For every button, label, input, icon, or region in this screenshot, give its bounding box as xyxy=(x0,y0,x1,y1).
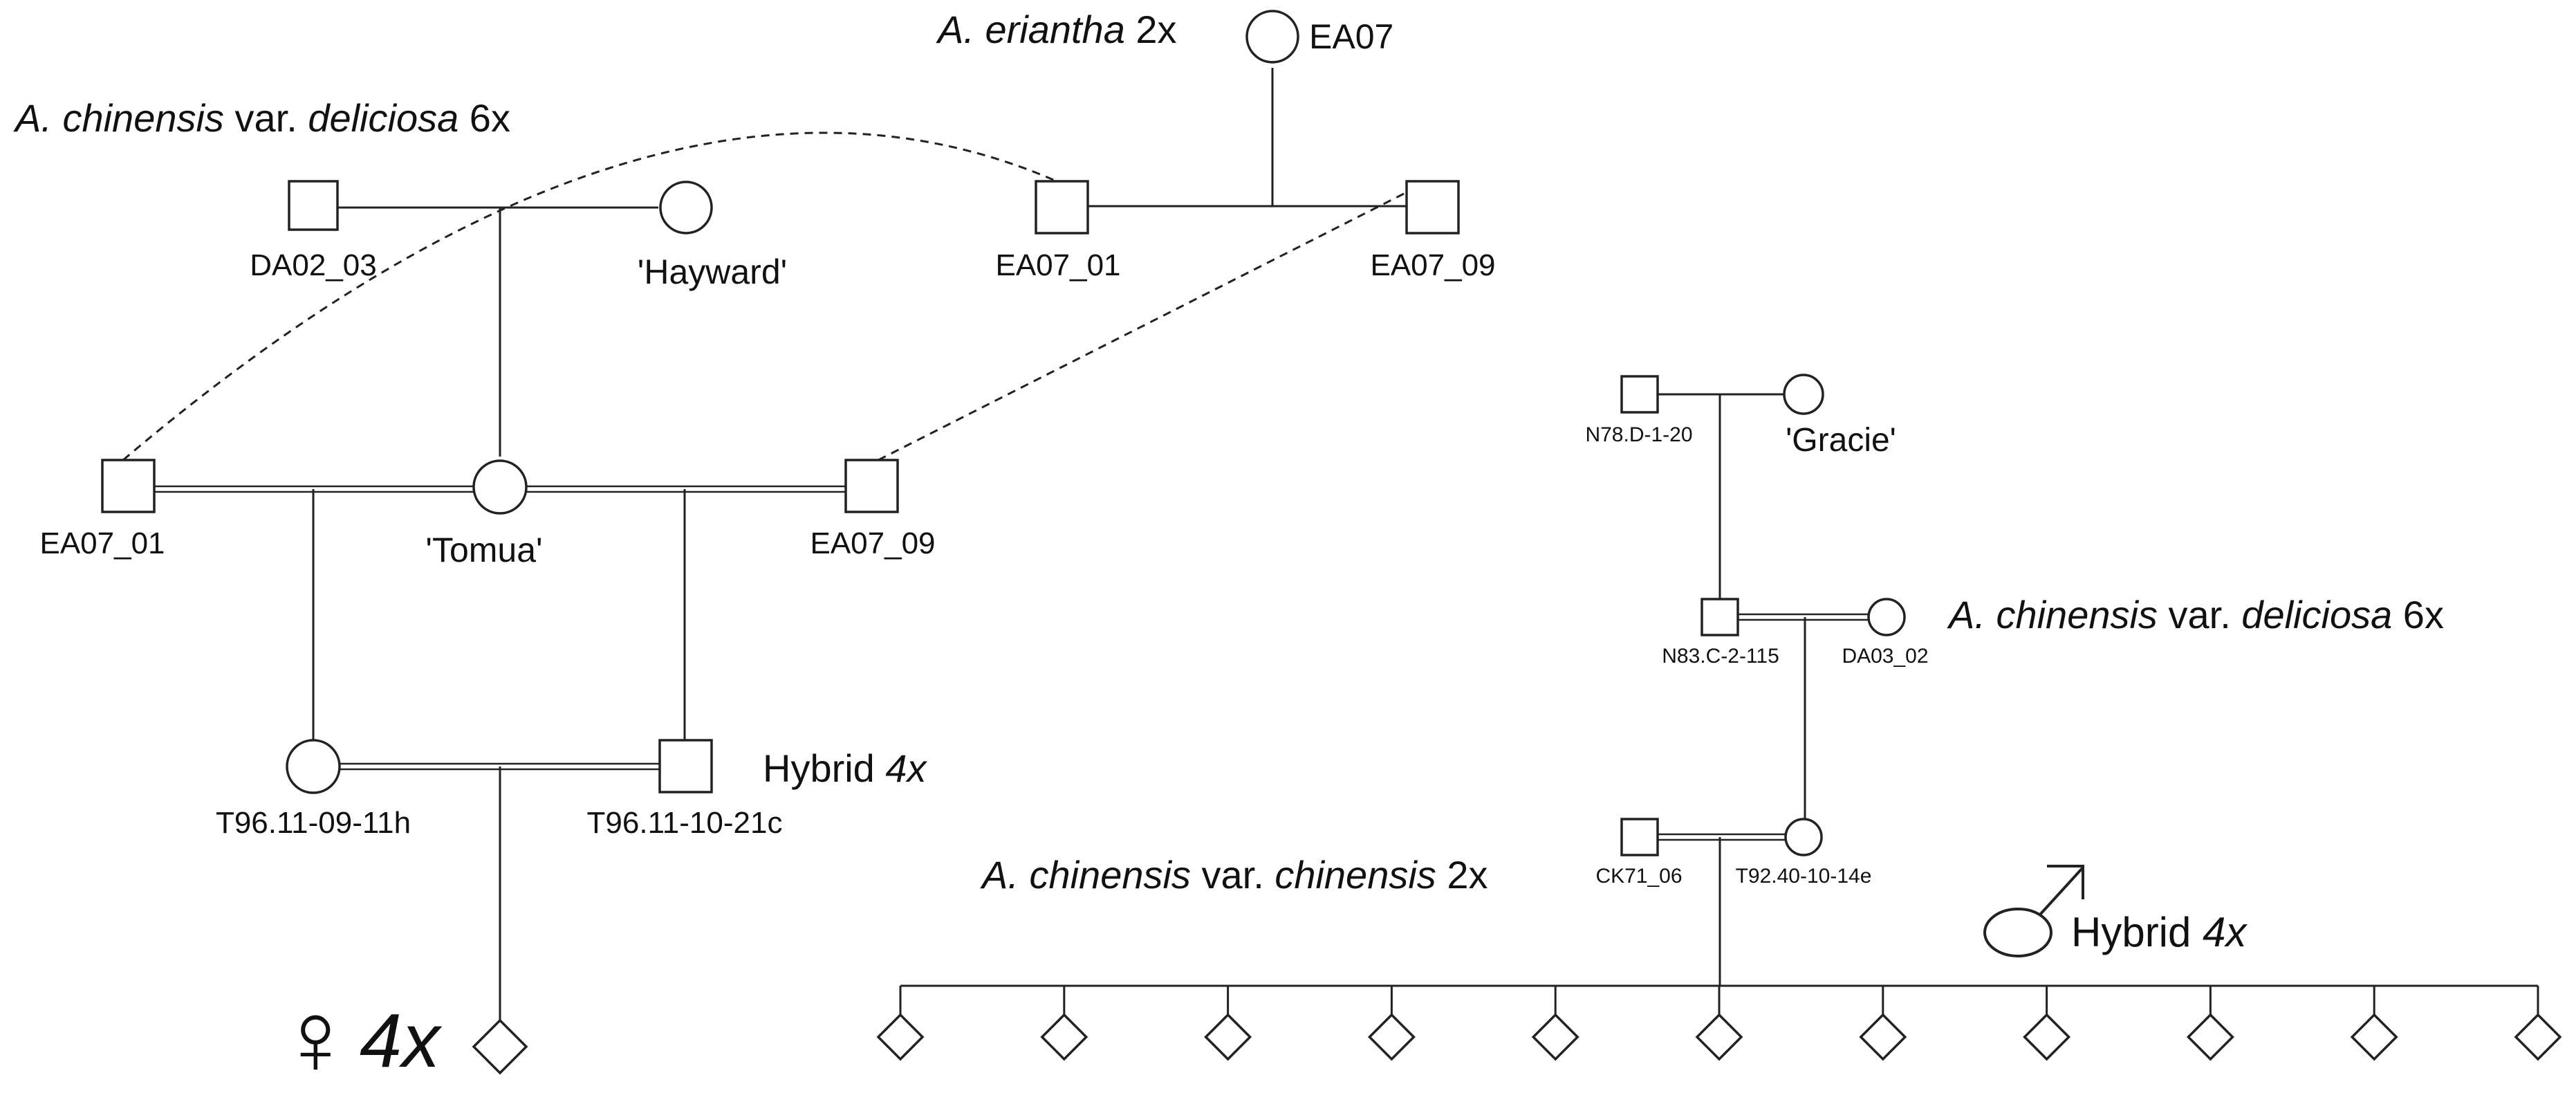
progeny-drop-lines xyxy=(899,986,2539,1015)
species-label-eriantha: A. eriantha 2x xyxy=(936,8,1177,51)
progeny-diamond-node xyxy=(1695,1013,1743,1061)
progeny-diamond-node xyxy=(1040,1013,1088,1061)
label-ea07-01-top: EA07_01 xyxy=(995,248,1120,282)
n78-male-node xyxy=(1620,375,1659,414)
progeny-diamond-node xyxy=(2514,1013,2562,1061)
progeny-diamond-node xyxy=(876,1013,925,1061)
label-gracie: 'Gracie' xyxy=(1786,422,1896,459)
ea07-09-top-male-node xyxy=(1405,180,1460,235)
t96-11h-female-node xyxy=(286,739,341,794)
label-t96-11-10-21c: T96.11-10-21c xyxy=(587,806,783,840)
label-ea07-09-top: EA07_09 xyxy=(1370,248,1495,282)
hybrid-label-male: Hybrid 4x xyxy=(2071,909,2248,955)
ea07-female-node xyxy=(1245,10,1299,64)
label-n78-d-1-20: N78.D-1-20 xyxy=(1585,423,1692,446)
n83-male-node xyxy=(1701,598,1739,636)
label-ea07-01-mid: EA07_01 xyxy=(39,526,165,560)
ea07-09-mid-male-node xyxy=(844,459,899,513)
progeny-diamond-node xyxy=(2186,1013,2234,1061)
label-da02-03: DA02_03 xyxy=(250,248,376,282)
species-label-chinensis: A. chinensis var. chinensis 2x xyxy=(980,853,1488,897)
da03-02-female-node xyxy=(1867,598,1906,636)
progeny-diamond-node xyxy=(2023,1013,2071,1061)
t96-21c-male-node xyxy=(658,739,713,793)
male-symbol-icon xyxy=(1983,865,2084,957)
ea07-01-top-male-node xyxy=(1035,180,1089,235)
label-n83-c-2-115: N83.C-2-115 xyxy=(1662,645,1779,668)
label-ea07-09-mid: EA07_09 xyxy=(810,526,935,560)
hayward-female-node xyxy=(659,181,713,235)
label-ck71-06: CK71_06 xyxy=(1595,865,1682,888)
label-t96-11-09-11h: T96.11-09-11h xyxy=(216,806,411,840)
female-symbol-icon: ♀ xyxy=(277,980,355,1096)
tomua-female-node xyxy=(472,459,528,515)
progeny-diamond-node xyxy=(1367,1013,1416,1061)
hybrid-label-left: Hybrid 4x xyxy=(763,746,928,790)
label-hayward: 'Hayward' xyxy=(638,253,787,291)
progeny-diamond-node xyxy=(1204,1013,1252,1061)
gracie-female-node xyxy=(1783,374,1824,415)
species-label-deliciosa-right: A. chinensis var. deliciosa 6x xyxy=(1947,593,2444,636)
t92-female-node xyxy=(1784,818,1823,856)
label-ea07: EA07 xyxy=(1309,17,1393,56)
female-ploidy-label: 4x xyxy=(360,998,443,1083)
progeny-diamond-node xyxy=(1859,1013,1907,1061)
species-label-deliciosa-left: A. chinensis var. deliciosa 6x xyxy=(13,96,510,140)
ck71-06-male-node xyxy=(1620,818,1659,856)
progeny-diamond-node xyxy=(1531,1013,1579,1061)
da02-03-male-node xyxy=(288,180,339,231)
progeny-diamond-node xyxy=(2350,1013,2398,1061)
label-t92-40-10-14e: T92.40-10-14e xyxy=(1736,865,1872,888)
label-tomua: 'Tomua' xyxy=(425,531,542,569)
ea07-09-identity-link xyxy=(878,191,1407,461)
label-da03-02: DA03_02 xyxy=(1842,645,1928,668)
female-offspring-diamond-node xyxy=(472,1018,528,1075)
progeny-diamond-nodes xyxy=(876,1013,2562,1061)
ea07-01-identity-link xyxy=(122,131,1057,461)
ea07-01-mid-male-node xyxy=(101,459,156,513)
